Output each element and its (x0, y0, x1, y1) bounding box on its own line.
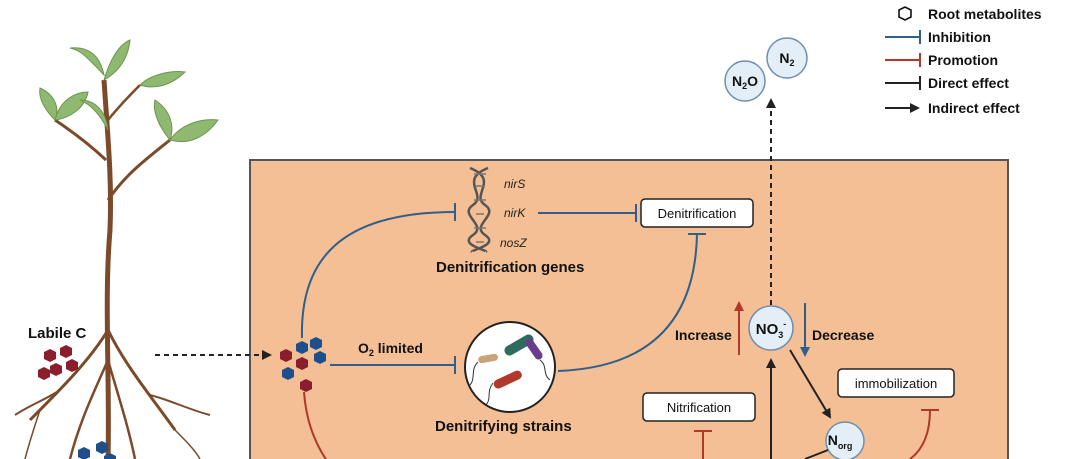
promotion-to-immobilization (909, 409, 931, 459)
o2-limited-label: O2 limited (358, 340, 423, 358)
legend-inhibition: Inhibition (928, 29, 991, 45)
no3-node (748, 305, 794, 351)
gene-nirS: nirS (504, 177, 525, 191)
rhizosphere-panel (249, 159, 1009, 459)
labile-c-label: Labile C (28, 325, 87, 342)
inhibition-arc-to-genes (300, 211, 456, 339)
legend-root-metabolites: Root metabolites (928, 6, 1042, 22)
denitrification-genes-title: Denitrification genes (436, 259, 584, 276)
immobilization-label: immobilization (855, 376, 937, 391)
legend-indirect-effect: Indirect effect (928, 100, 1020, 116)
n2o-node (724, 60, 766, 102)
labile-c-metabolites (38, 345, 78, 380)
denitrification-box (640, 198, 754, 228)
immobilization-box (837, 368, 955, 398)
root-blue-metabolites (78, 441, 116, 459)
increase-label: Increase (675, 327, 732, 343)
no3-label: NO3- (756, 319, 787, 340)
denitrifying-strains-icon (464, 321, 556, 413)
nitrification-label: Nitrification (667, 400, 731, 415)
root-metabolite-legend-icon (898, 6, 912, 21)
gene-nirK: nirK (504, 206, 526, 220)
decrease-label: Decrease (812, 327, 874, 343)
nitrification-box (642, 392, 756, 422)
denitrification-label: Denitrification (658, 206, 737, 221)
n2-label: N2 (779, 50, 794, 68)
norg-node (825, 421, 865, 459)
legend-direct-effect: Direct effect (928, 75, 1009, 91)
norg-label: Norg (828, 432, 853, 451)
dna-helix-icon (467, 166, 491, 254)
inhibition-strains-to-denitrification (557, 233, 698, 372)
legend-promotion: Promotion (928, 52, 998, 68)
promotion-arc-down (303, 391, 328, 459)
legend: Root metabolites Inhibition Promotion Di… (885, 6, 1042, 116)
n2o-label: N2O (732, 73, 758, 91)
n2-node (766, 37, 808, 79)
plant-illustration (14, 39, 219, 459)
soil-metabolite-cluster (280, 337, 326, 392)
direct-arrow-no3-to-norg (789, 349, 832, 419)
gene-nosZ: nosZ (500, 236, 527, 250)
denitrifying-strains-title: Denitrifying strains (435, 418, 572, 435)
